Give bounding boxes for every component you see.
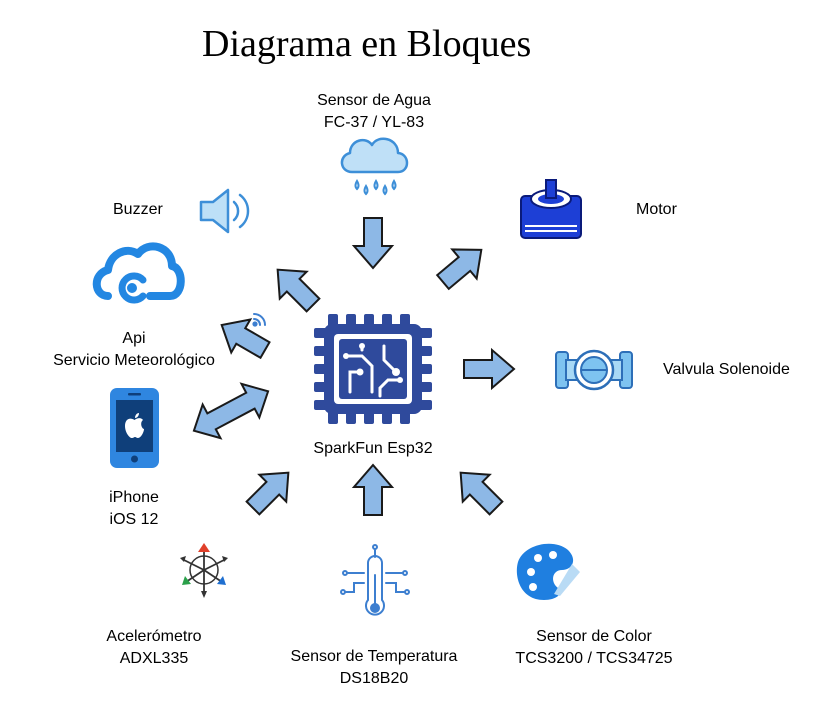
- wifi-icon: [252, 313, 266, 327]
- cloud-sync-icon: [92, 242, 185, 304]
- center-label: SparkFun Esp32: [313, 440, 433, 457]
- color-sensor-label: Sensor de Color TCS3200 / TCS34725: [515, 626, 672, 670]
- water-sensor-name: Sensor de Agua: [317, 92, 431, 109]
- arrow-water-to-chip: [353, 217, 393, 269]
- arrow-iphone-chip-bidirectional: [183, 373, 279, 449]
- water-sensor-model: FC-37 / YL-83: [323, 114, 425, 131]
- speaker-icon: [199, 188, 250, 234]
- iphone-label: iPhone iOS 12: [109, 487, 159, 531]
- rain-cloud-icon: [340, 137, 409, 196]
- solenoid-valve-icon: [555, 349, 633, 391]
- chip-icon: [314, 314, 432, 424]
- arrow-accelerometer-to-chip: [238, 458, 303, 523]
- api-name: Api: [122, 330, 146, 347]
- temp-sensor-name: Sensor de Temperatura: [290, 648, 458, 665]
- arrow-chip-to-motor: [429, 234, 495, 298]
- axes-icon: [180, 543, 228, 598]
- motor-icon: [520, 179, 582, 239]
- accelerometer-name: Acelerómetro: [106, 628, 202, 645]
- iphone-os: iOS 12: [109, 511, 159, 528]
- motor-label: Motor: [636, 201, 677, 218]
- color-sensor-name: Sensor de Color: [536, 628, 652, 645]
- arrow-color-to-chip: [446, 458, 511, 523]
- iphone-name: iPhone: [109, 489, 159, 506]
- api-label: Api Servicio Meteorológico: [53, 328, 215, 372]
- color-sensor-model: TCS3200 / TCS34725: [515, 650, 673, 667]
- arrow-temp-to-chip: [353, 464, 393, 516]
- arrow-chip-to-buzzer: [263, 255, 328, 320]
- temp-sensor-model: DS18B20: [339, 670, 409, 687]
- apple-logo-icon: [125, 413, 144, 438]
- water-sensor-label: Sensor de Agua FC-37 / YL-83: [317, 90, 431, 134]
- arrow-chip-to-solenoid: [463, 349, 515, 389]
- api-service: Servicio Meteorológico: [53, 352, 215, 369]
- diagram-title: Diagrama en Bloques: [202, 23, 532, 65]
- accelerometer-label: Acelerómetro ADXL335: [106, 626, 201, 670]
- solenoid-label: Valvula Solenoide: [663, 361, 790, 378]
- arrow-chip-to-api: [211, 307, 276, 368]
- thermometer-icon: [340, 544, 410, 616]
- buzzer-label: Buzzer: [113, 201, 163, 218]
- temp-sensor-label: Sensor de Temperatura DS18B20: [291, 646, 458, 690]
- phone-icon: [110, 388, 159, 468]
- palette-icon: [516, 543, 580, 600]
- accelerometer-model: ADXL335: [119, 650, 189, 667]
